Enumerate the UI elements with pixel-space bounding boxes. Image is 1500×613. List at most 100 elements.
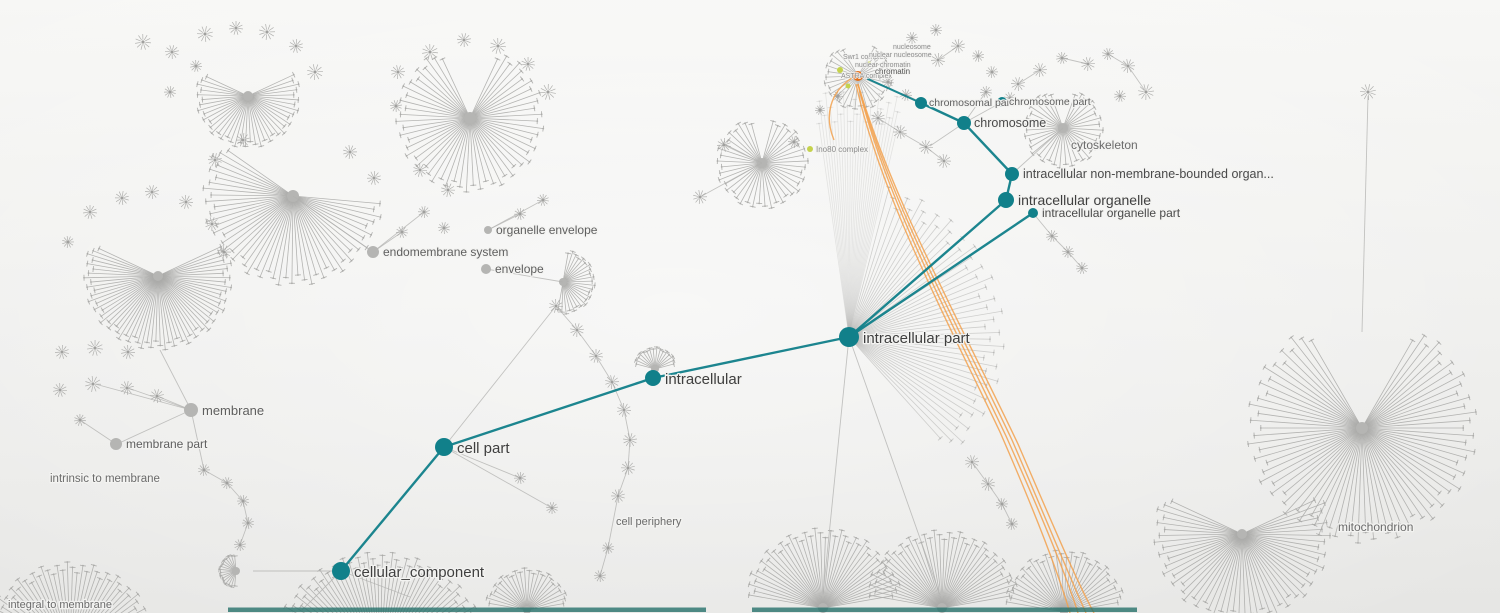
star-cluster: [179, 194, 194, 209]
node-membrane-part[interactable]: [110, 438, 122, 450]
graph-edge: [485, 268, 564, 283]
highlight-edge: [847, 198, 1008, 339]
cluster-fan: [485, 567, 568, 613]
cluster-fan: [395, 54, 545, 193]
graph-edge: [190, 409, 205, 471]
graph-edge: [1361, 95, 1369, 333]
star-cluster: [422, 43, 438, 60]
cluster-hub-node[interactable]: [232, 567, 240, 575]
node-intracellular[interactable]: [645, 370, 661, 386]
accent-node[interactable]: [837, 67, 843, 73]
star-cluster: [441, 183, 456, 197]
cluster-fan: [202, 147, 382, 286]
star-cluster: [814, 104, 825, 115]
orange-link: [857, 83, 1095, 613]
star-cluster: [87, 339, 103, 356]
star-cluster: [996, 498, 1009, 510]
star-cluster: [979, 85, 992, 98]
node-chromosome[interactable]: [957, 116, 971, 130]
star-cluster: [196, 26, 213, 42]
node-membrane[interactable]: [184, 403, 198, 417]
star-cluster: [906, 32, 918, 45]
star-cluster: [190, 59, 203, 72]
highlight-edge: [847, 211, 1035, 339]
graph-edge: [971, 461, 989, 485]
star-cluster: [437, 222, 450, 235]
node-organelle-envelope[interactable]: [484, 226, 492, 234]
cluster-layer: [0, 45, 1477, 613]
node-intracellular-organelle[interactable]: [998, 192, 1014, 208]
star-cluster: [1004, 92, 1017, 105]
star-cluster: [1056, 51, 1069, 64]
cluster-hub-node[interactable]: [464, 112, 476, 124]
bottom-bar: [228, 607, 706, 612]
node-chromosomal-part[interactable]: [915, 97, 927, 109]
star-cluster: [1121, 59, 1136, 73]
star-cluster: [343, 145, 358, 159]
highlight-edge: [962, 121, 1014, 176]
node-envelope[interactable]: [481, 264, 491, 274]
star-cluster: [919, 139, 934, 154]
star-cluster: [83, 205, 97, 219]
star-cluster: [965, 455, 980, 470]
graph-edge: [848, 336, 941, 596]
star-cluster: [121, 344, 136, 359]
node-intracellular-organelle-part[interactable]: [1028, 208, 1038, 218]
node-intracellular-non-membrane-bounded-organelle[interactable]: [1005, 167, 1019, 181]
graph-edge: [1127, 65, 1147, 93]
highlight-edge: [339, 445, 446, 573]
node-endomembrane-system[interactable]: [367, 246, 379, 258]
graph-edge: [899, 131, 927, 148]
star-cluster: [1102, 48, 1115, 61]
star-cluster: [930, 23, 943, 36]
graph-edge: [94, 383, 192, 411]
star-cluster: [536, 193, 549, 206]
star-cluster: [395, 225, 408, 238]
chromatin-hub-node[interactable]: [853, 71, 863, 81]
cluster-hub-node[interactable]: [243, 91, 253, 101]
star-cluster: [236, 495, 249, 507]
star-cluster: [417, 206, 430, 219]
graph-edge: [822, 336, 850, 596]
graph-edge: [443, 446, 521, 479]
star-cluster: [540, 83, 556, 100]
node-cell-part[interactable]: [435, 438, 453, 456]
star-cluster: [163, 86, 176, 98]
cluster-hub-node[interactable]: [1237, 529, 1247, 539]
star-cluster: [221, 477, 234, 490]
star-cluster: [119, 381, 134, 395]
graph-edge: [607, 495, 619, 549]
node-chromosome-part[interactable]: [997, 97, 1007, 107]
node-ino80-complex[interactable]: [807, 146, 813, 152]
cluster-hub-node[interactable]: [153, 271, 163, 281]
star-cluster: [389, 100, 402, 113]
highlight-edge: [867, 78, 922, 104]
star-cluster: [413, 162, 428, 177]
cluster-hub-node[interactable]: [1356, 422, 1368, 434]
orange-link: [857, 83, 1087, 613]
node-cellular-component[interactable]: [332, 562, 350, 580]
accent-node[interactable]: [866, 61, 872, 67]
star-cluster: [950, 39, 965, 53]
cluster-fan: [747, 527, 901, 613]
bottom-bar: [752, 607, 1137, 612]
accent-node[interactable]: [845, 83, 851, 89]
node-layer: [110, 61, 1038, 580]
node-intracellular-part[interactable]: [839, 327, 859, 347]
graph-edge: [487, 213, 521, 231]
graph-edge: [79, 419, 117, 445]
star-cluster: [144, 185, 159, 200]
star-cluster: [1033, 63, 1048, 78]
star-cluster: [198, 464, 211, 476]
graph-edge: [292, 195, 374, 253]
graph-edge: [116, 409, 192, 445]
star-cluster: [391, 65, 406, 80]
cluster-fan: [83, 243, 233, 351]
graph-edge: [226, 482, 244, 502]
star-cluster: [623, 433, 637, 447]
graph-edge: [699, 162, 763, 198]
cluster-fan: [1153, 497, 1331, 613]
